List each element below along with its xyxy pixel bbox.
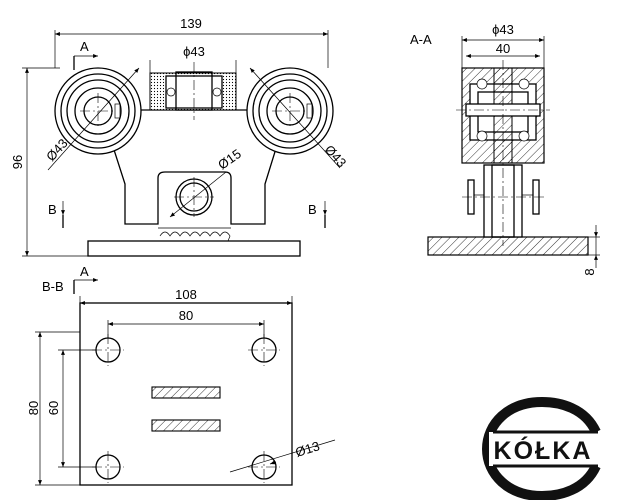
section-b-right-marker: B [308, 202, 317, 217]
bb-dim-width: 108 [175, 287, 197, 302]
dim-dia-right-wheel: Ø43 [322, 142, 350, 170]
front-left-wheel [54, 67, 142, 155]
front-base-plate [87, 240, 301, 257]
dim-dia-axle: Ø15 [215, 146, 244, 172]
dim-139: 139 [180, 16, 202, 31]
front-body [97, 99, 292, 225]
front-axle [174, 177, 214, 217]
section-aa-title: A-A [410, 32, 432, 47]
bb-dim-holes-y: 60 [46, 401, 61, 415]
section-bb-view: B-B A 108 [26, 264, 336, 486]
logo-ring [481, 396, 601, 500]
bb-mounting-holes [92, 334, 280, 483]
bb-slot-top [151, 386, 221, 399]
front-right-wheel [246, 67, 334, 155]
aa-dim-plate: 8 [582, 268, 597, 275]
aa-base-plate [427, 236, 589, 256]
bb-section-a-marker: A [80, 264, 89, 279]
logo-text: KÓŁKA [494, 435, 593, 465]
aa-dim-inner: 40 [496, 41, 510, 56]
bb-dim-height: 80 [26, 401, 41, 415]
front-weld [159, 231, 231, 242]
section-aa-view: A-A ϕ43 40 [410, 22, 600, 276]
section-b-left-marker: B [48, 202, 57, 217]
bb-dia-hole: Ø13 [293, 438, 321, 460]
dim-96: 96 [10, 155, 25, 169]
section-bb-title: B-B [42, 279, 64, 294]
dim-dia-center-wheel: ϕ43 [183, 44, 205, 59]
section-a-marker: A [80, 39, 89, 54]
bb-dim-holes-x: 80 [179, 308, 193, 323]
front-view: 139 96 Ø43 Ø43 ϕ43 Ø15 A B B [10, 16, 350, 257]
bb-slot-bottom [151, 419, 221, 432]
aa-dim-outer: ϕ43 [492, 22, 514, 37]
kolka-logo: KÓŁKA [481, 396, 601, 500]
